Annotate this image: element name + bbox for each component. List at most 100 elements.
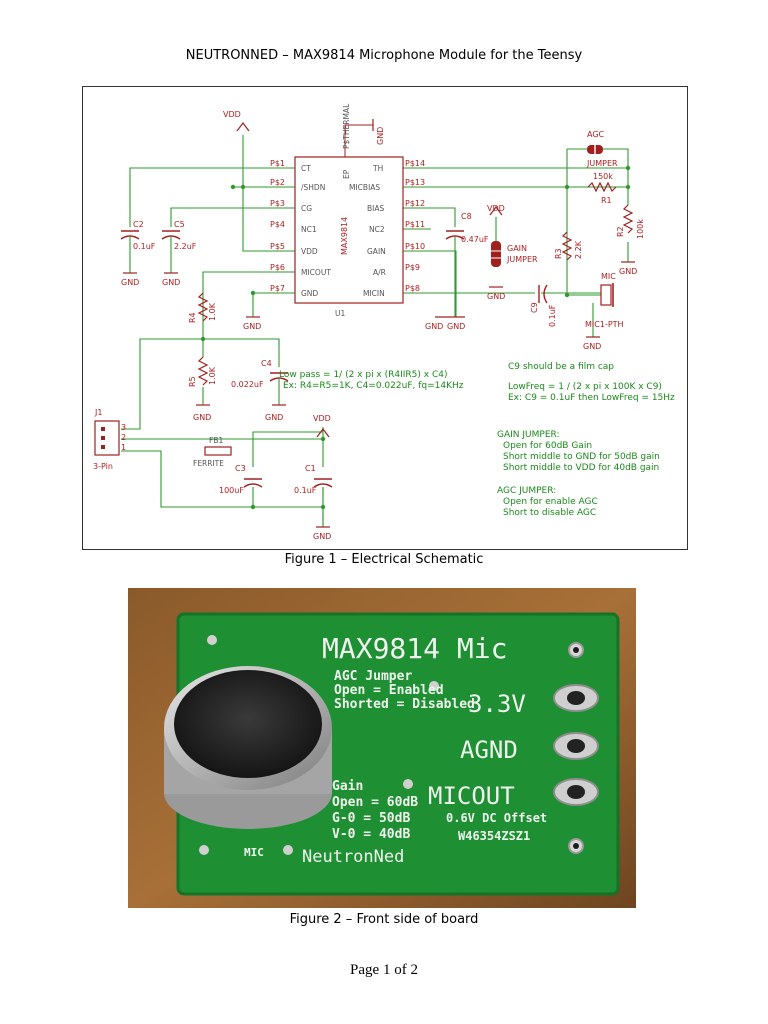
page-number: Page 1 of 2 (350, 962, 418, 978)
low-pass-example: Ex: R4=R5=1K, C4=0.022uF, fq=14KHz (283, 381, 464, 391)
pin-num: P$10 (405, 242, 425, 251)
pin-name: TH (372, 164, 383, 173)
agc-note-1: Open for enable AGC (503, 497, 598, 507)
pin-name: GND (301, 289, 318, 298)
c1-value: 0.1uF (294, 486, 317, 495)
r5-value: 1.0K (208, 366, 217, 385)
board-gain-line2: Open = 60dB (332, 795, 418, 810)
pin-num: P$11 (405, 220, 425, 229)
board-photo: MAX9814 Mic AGC Jumper Open = Enabled Sh… (128, 588, 636, 908)
board-pads (199, 635, 599, 855)
pin-name: NC1 (301, 225, 317, 234)
schematic-wires (121, 135, 629, 527)
j1-pin2: 2 (121, 433, 126, 442)
ic-thermal-gnd: GND (376, 127, 385, 145)
gain-jumper-title: GAIN JUMPER: (497, 430, 560, 440)
pin-num: P$5 (270, 242, 285, 251)
lowfreq-example: Ex: C9 = 0.1uF then LowFreq = 15Hz (508, 393, 675, 403)
pin-num: P$1 (270, 159, 285, 168)
ic-name: MAX9814 (340, 217, 349, 255)
pin-num: P$14 (405, 159, 425, 168)
pin-name: /SHDN (301, 183, 325, 192)
c2-ref: C2 (133, 220, 144, 229)
schematic-drawing: P$THERMAL EP GND MAX9814 U1 P$1 CT P$2 /… (93, 103, 675, 541)
ic-right-pins: TH P$14 MICBIAS P$13 BIAS P$12 NC2 P$11 … (349, 159, 425, 298)
vdd-label: VDD (313, 414, 331, 423)
r3-value: 2.2K (574, 240, 583, 259)
pin-name: BIAS (367, 204, 384, 213)
pin-num: P$7 (270, 284, 285, 293)
board-agc-line3: Shorted = Disabled (334, 697, 475, 712)
gain-note-1: Open for 60dB Gain (503, 441, 592, 451)
r5-ref: R5 (188, 376, 197, 387)
j1-pin3: 3 (121, 423, 126, 432)
ep-label: EP (342, 169, 351, 179)
pin-name: MICOUT (301, 268, 331, 277)
board-title: MAX9814 Mic (322, 632, 507, 665)
ic-left-pins: P$1 CT P$2 /SHDN P$3 CG P$4 NC1 P$5 VDD … (270, 159, 331, 298)
gain-jumper-label: JUMPER (506, 255, 538, 264)
ic-ref: U1 (335, 309, 345, 318)
board-serial: W46354ZSZ1 (458, 829, 530, 843)
low-pass-note: Low pass = 1/ (2 x pi x (R4IIR5) x C4) (279, 370, 447, 380)
lowfreq-formula: LowFreq = 1 / (2 x pi x 100K x C9) (508, 382, 662, 392)
c4-ref: C4 (261, 359, 272, 368)
board-agc-line2: Open = Enabled (334, 683, 444, 698)
board-pin-33v: 3.3V (468, 690, 526, 718)
pin-name: GAIN (367, 247, 386, 256)
pin-num: P$13 (405, 178, 425, 187)
agc-label: AGC (587, 130, 605, 139)
r1-body (587, 181, 617, 193)
c9-note: C9 should be a film cap (508, 362, 614, 372)
vdd-label: VDD (223, 110, 241, 119)
pin-name: CT (301, 164, 311, 173)
board-gain-line3: G-0 = 50dB (332, 811, 410, 826)
gnd-label: GND (121, 278, 139, 287)
r2-value: 100k (636, 219, 645, 239)
board-drawing: MAX9814 Mic AGC Jumper Open = Enabled Sh… (128, 588, 636, 908)
c4-value: 0.022uF (231, 380, 264, 389)
gnd-label: GND (619, 267, 637, 276)
vdd-label: VDD (487, 204, 505, 213)
document-title: NEUTRONNED – MAX9814 Microphone Module f… (185, 48, 583, 63)
gnd-label: GND (447, 322, 465, 331)
mic-symbol: MIC MIC1-PTH (585, 272, 624, 329)
agc-note-2: Short to disable AGC (503, 508, 596, 518)
j1-connector: J1 3-Pin 3 2 1 (93, 408, 126, 471)
c8-value: 0.47uF (461, 235, 489, 244)
gnd-label: GND (487, 292, 505, 301)
r4-ref: R4 (188, 312, 197, 323)
ferrite-label: FERRITE (193, 459, 224, 468)
r2-ref: R2 (616, 226, 625, 237)
gain-note-3: Short middle to VDD for 40dB gain (503, 463, 659, 473)
agc-jumper-title: AGC JUMPER: (497, 486, 556, 496)
c3-ref: C3 (235, 464, 246, 473)
c5-value: 2.2uF (174, 242, 197, 251)
agc-jumper-label: JUMPER (586, 159, 618, 168)
board-gain-line1: Gain (332, 779, 363, 794)
pin-num: P$3 (270, 199, 285, 208)
pin-name: MICBIAS (349, 183, 380, 192)
fb1-ref: FB1 (209, 436, 223, 445)
r4-value: 1.0K (208, 302, 217, 321)
c1-ref: C1 (305, 464, 316, 473)
gain-note-2: Short middle to GND for 50dB gain (503, 452, 660, 462)
c9-ref: C9 (530, 302, 539, 313)
pin-name: A/R (373, 268, 386, 277)
mic-ref: MIC1-PTH (585, 320, 624, 329)
c2-value: 0.1uF (133, 242, 156, 251)
ferrite-bead: FB1 FERRITE (193, 436, 232, 468)
pin-name: CG (301, 204, 312, 213)
pin-num: P$12 (405, 199, 425, 208)
c9-value: 0.1uF (548, 304, 557, 327)
mic-label: MIC (601, 272, 616, 281)
thermal-pin-label: P$THERMAL (342, 103, 351, 149)
c5-ref: C5 (174, 220, 185, 229)
board-agc-line1: AGC Jumper (334, 669, 412, 684)
board-pin-agnd: AGND (460, 736, 518, 764)
gnd-label: GND (193, 413, 211, 422)
pin-num: P$8 (405, 284, 420, 293)
gnd-label: GND (243, 322, 261, 331)
board-offset: 0.6V DC Offset (446, 811, 547, 825)
ic-body (294, 156, 404, 304)
